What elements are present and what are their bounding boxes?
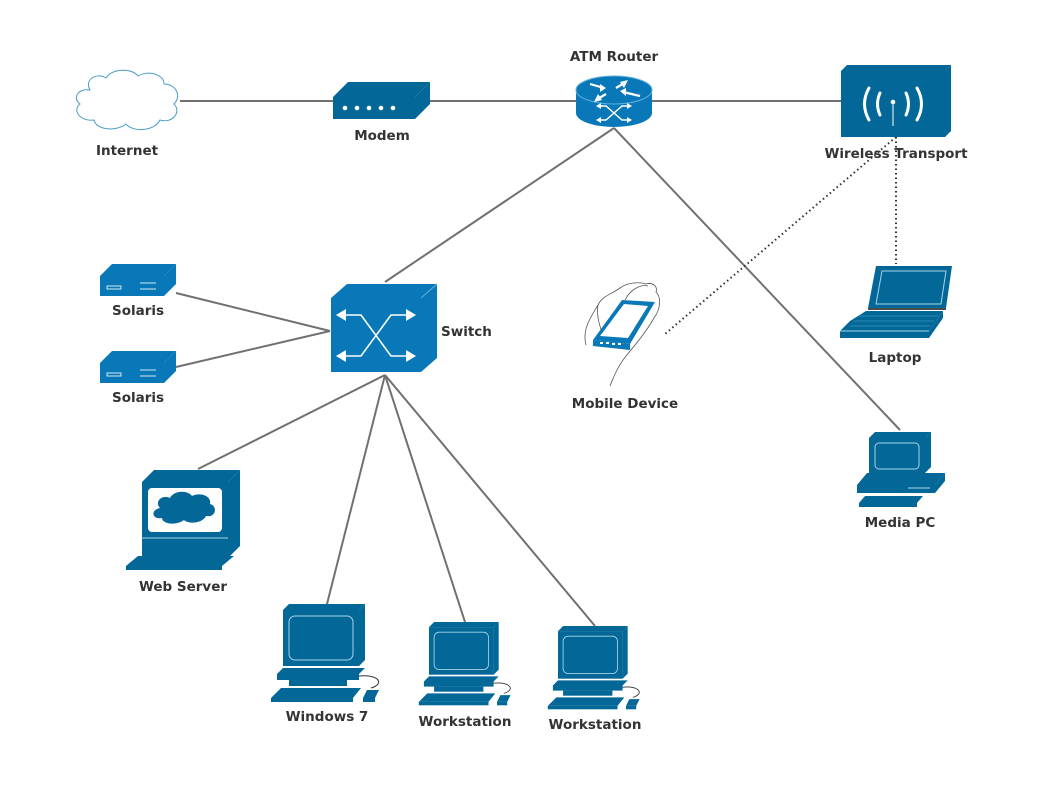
node-label: Internet [96,143,159,159]
node-label: Laptop [869,350,922,366]
node-web-server[interactable]: Web Server [126,470,240,595]
link-solaris2-switch [175,330,331,368]
node-laptop[interactable]: Laptop [840,266,952,366]
node-label: ATM Router [570,49,659,65]
node-solaris-2[interactable]: Solaris [99,350,177,406]
node-workstation-2[interactable]: Workstation [547,625,642,733]
switch-icon [331,283,438,372]
link-solaris1-switch [175,292,331,332]
workstation-icon [547,625,641,710]
node-media-pc[interactable]: Media PC [857,432,945,531]
node-label: Solaris [112,303,164,319]
node-label: Workstation [419,714,512,730]
web-server-icon [126,470,240,570]
node-workstation-1[interactable]: Workstation [418,621,512,730]
link-router-switch [384,127,615,283]
link-switch-workstation1 [384,374,466,623]
link-switch-web-server [197,374,386,470]
node-mobile-device[interactable]: Mobile Device [572,282,678,412]
node-label: Web Server [139,579,227,595]
wireless-access-point-icon [841,65,951,137]
node-label: Solaris [112,390,164,406]
node-modem[interactable]: Modem [333,82,430,144]
link-wireless-mobile [664,136,897,335]
node-label: Windows 7 [286,709,369,725]
link-switch-windows7 [326,374,386,605]
node-windows-7[interactable]: Windows 7 [270,603,380,725]
node-label: Switch [441,324,492,340]
links [175,100,901,627]
router-icon [575,75,653,127]
node-label: Wireless Transport [824,146,968,162]
workstation-icon [270,603,380,703]
laptop-icon [840,266,952,338]
desktop-pc-icon [857,432,945,507]
link-router-media-pc [613,127,901,431]
node-label: Workstation [549,717,642,733]
node-label: Media PC [865,515,936,531]
node-switch[interactable]: Switch [331,283,492,372]
node-wireless-transport[interactable]: Wireless Transport [824,65,968,162]
node-atm-router[interactable]: ATM Router [570,49,659,127]
server-icon [99,263,177,297]
cloud-icon [75,69,179,130]
workstation-icon [418,621,512,706]
link-switch-workstation2 [384,374,596,627]
server-icon [99,350,177,384]
mobile-device-icon [584,282,660,387]
node-internet[interactable]: Internet [75,69,179,159]
node-label: Mobile Device [572,396,678,412]
node-label: Modem [354,128,410,144]
node-solaris-1[interactable]: Solaris [99,263,177,319]
modem-icon [333,82,430,119]
